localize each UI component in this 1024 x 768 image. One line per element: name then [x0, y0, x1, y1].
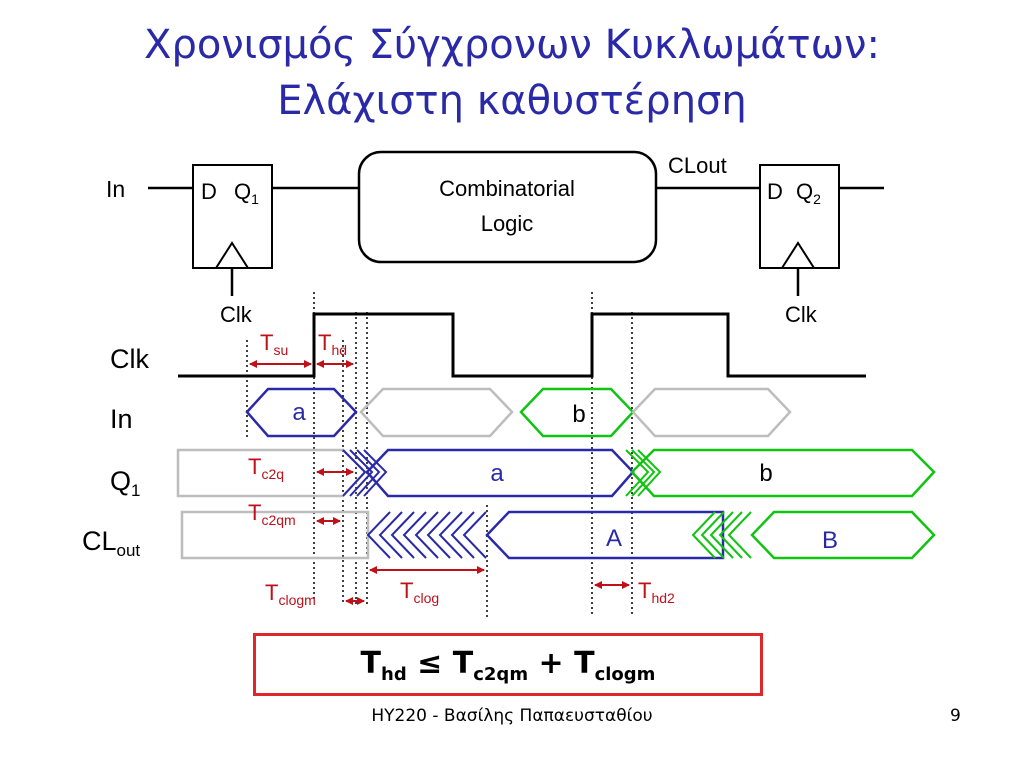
in-value-a: a [292, 399, 306, 426]
hold-time-equation: Thd ≤ Tc2qm + Tclogm [253, 633, 763, 696]
ff2-q-label: Q [796, 179, 813, 204]
page-number: 9 [950, 706, 961, 726]
in-signal-label: In [110, 404, 133, 434]
clout-signal-label: CLout [82, 526, 140, 560]
eq-leq: ≤ [417, 646, 443, 681]
clout-wire-label: CLout [668, 153, 727, 178]
ff1-clk-label: Clk [220, 302, 253, 327]
clout-bus-a [485, 510, 725, 560]
clout-bus-idle [180, 510, 370, 560]
q1-value-b: b [759, 460, 772, 487]
ff1-q-sub: 1 [251, 191, 259, 207]
clout-value-b: B [822, 527, 838, 554]
combinational-logic-block [357, 150, 658, 264]
q1-value-a: a [490, 460, 504, 487]
ff2-q-sub: 2 [813, 191, 821, 207]
timing-arrows [249, 360, 630, 605]
q1-waveform [176, 448, 936, 498]
clk-signal-label: Clk [110, 344, 149, 374]
tc2qm-label: Tc2qm [248, 500, 296, 528]
clout-value-a: A [606, 525, 622, 552]
tc2q-label: Tc2q [248, 454, 284, 482]
clk-waveform [178, 312, 866, 378]
svg-text:Q1: Q1 [234, 179, 259, 207]
footer-author: ΗΥ220 - Βασίλης Παπαευσταθίου [371, 706, 653, 726]
slide-title-line1: Χρονισμός Σύγχρονων Κυκλωμάτων: [144, 22, 880, 68]
thd-label: Thd [318, 330, 347, 358]
eq-plus: + [538, 646, 564, 681]
slide-title-line2: Ελάχιστη καθυστέρηση [277, 78, 747, 124]
tsu-label: Tsu [260, 330, 288, 358]
svg-text:Q2: Q2 [796, 179, 821, 207]
logic-label-line1: Combinatorial [439, 176, 575, 201]
clout-bus-b [750, 510, 936, 560]
ff2-clock-triangle [781, 241, 815, 269]
eq-thd: Thd [360, 646, 407, 685]
input-label: In [106, 176, 125, 202]
ff1-d-label: D [201, 179, 217, 204]
tclog-label: Tclog [400, 578, 439, 606]
q1-signal-label: Q1 [110, 466, 140, 500]
in-waveform [245, 387, 792, 438]
in-bus-idle-2 [631, 387, 792, 438]
eq-tc2qm: Tc2qm [452, 646, 529, 685]
logic-label-line2: Logic [481, 211, 534, 236]
ff2-clk-label: Clk [785, 302, 818, 327]
in-bus-idle-1 [359, 387, 514, 438]
clout-waveform [180, 510, 936, 560]
flip-flop-2 [759, 164, 840, 269]
tclogm-label: Tclogm [265, 580, 316, 608]
circuit: In D Q1 Clk Combinatorial Logic CLout D … [106, 150, 884, 327]
ff1-clock-triangle [215, 241, 249, 269]
eq-tclogm: Tclogm [574, 646, 656, 685]
in-value-b: b [572, 401, 585, 428]
thd2-label: Thd2 [638, 578, 675, 606]
ff1-q-label: Q [234, 179, 251, 204]
in-bus-a [245, 387, 358, 438]
ff2-d-label: D [767, 179, 783, 204]
q1-bus-b [630, 448, 936, 498]
